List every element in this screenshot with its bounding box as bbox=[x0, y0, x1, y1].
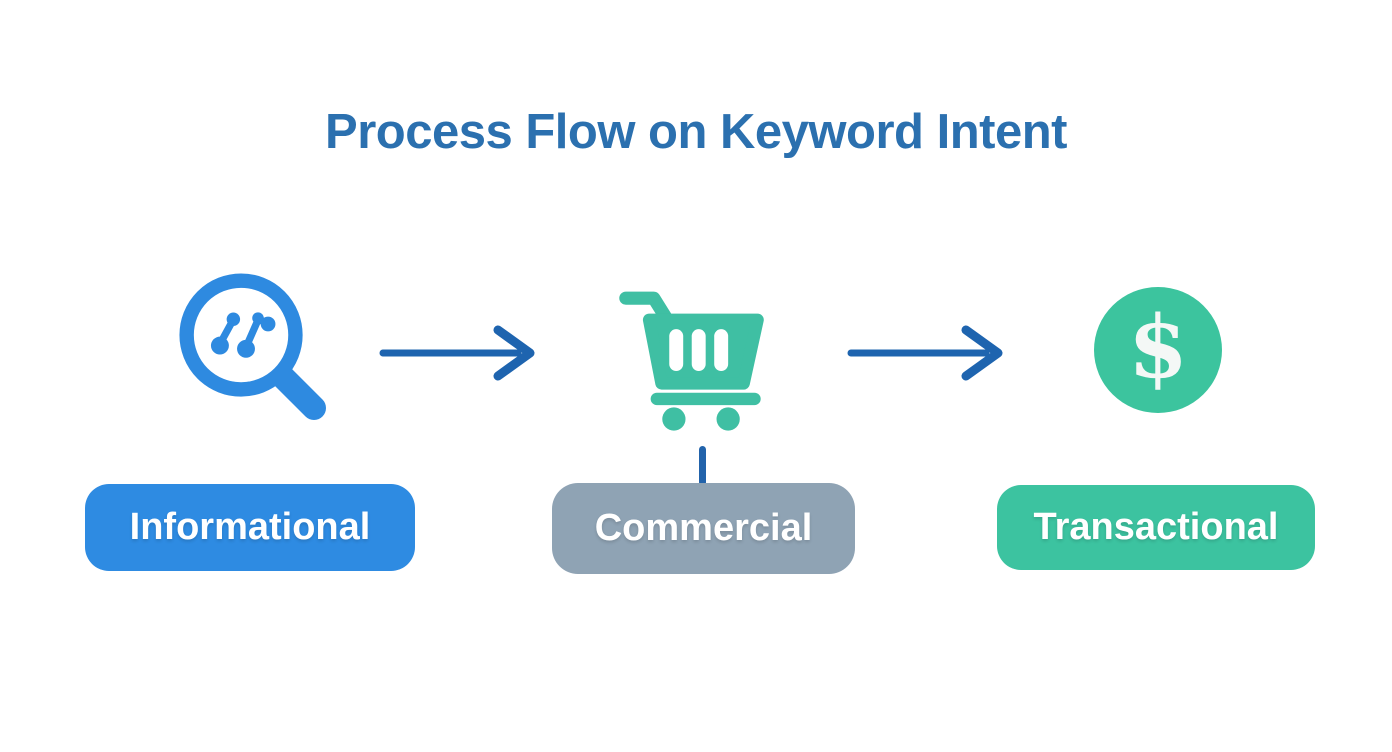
shopping-cart-icon bbox=[619, 291, 764, 431]
stage-label-transactional: Transactional bbox=[997, 485, 1315, 570]
dollar-sign-circle-icon: $ bbox=[1094, 287, 1222, 413]
stage-label-commercial: Commercial bbox=[552, 483, 855, 574]
flow-arrow-icon bbox=[847, 325, 1003, 381]
stage-label-text: Transactional bbox=[1033, 506, 1279, 548]
flow-arrow-icon bbox=[379, 325, 535, 381]
stage-label-informational: Informational bbox=[85, 484, 415, 571]
connector-line bbox=[699, 446, 706, 486]
dollar-glyph: $ bbox=[1128, 297, 1188, 398]
page-title: Process Flow on Keyword Intent bbox=[325, 105, 1067, 159]
stage-label-text: Informational bbox=[129, 506, 371, 548]
stage-label-text: Commercial bbox=[594, 507, 813, 549]
keyword-nodes bbox=[210, 312, 276, 358]
keyword-search-magnifier-icon bbox=[179, 273, 326, 420]
